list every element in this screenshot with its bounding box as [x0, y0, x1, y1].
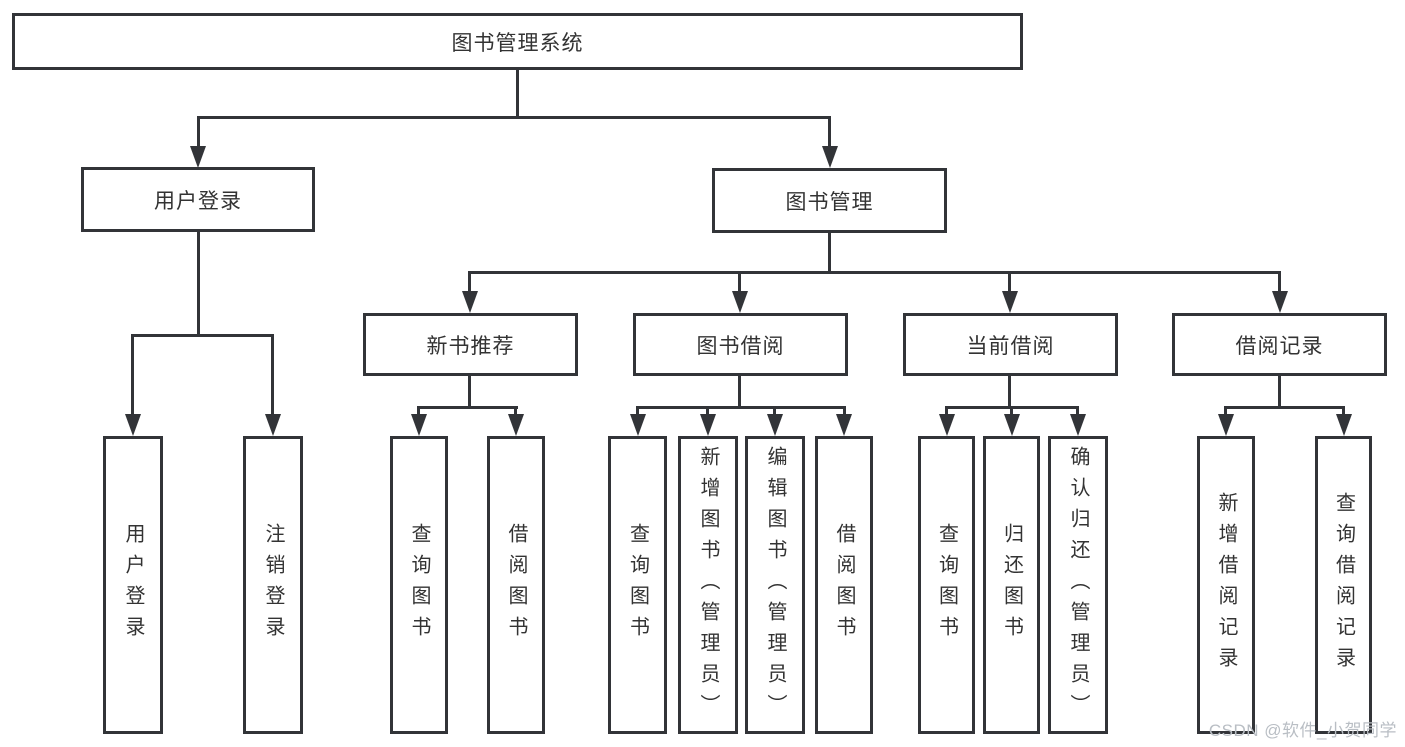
connector-line — [1076, 406, 1079, 415]
leaf-label: 编辑图书（管理员） — [764, 445, 786, 725]
arrowhead-down-icon — [836, 414, 852, 436]
leaf-label: 查询图书 — [935, 523, 958, 647]
connector-line — [131, 334, 274, 337]
node-current-borrow: 当前借阅 — [903, 313, 1118, 376]
leaf-label: 注销登录 — [262, 523, 284, 647]
leaf-edit-books-admin: 编辑图书（管理员） — [745, 436, 805, 734]
leaf-add-books-admin: 新增图书（管理员） — [678, 436, 738, 734]
connector-line — [1008, 271, 1011, 292]
arrowhead-down-icon — [700, 414, 716, 436]
connector-line — [773, 406, 776, 415]
arrowhead-down-icon — [265, 414, 281, 436]
arrowhead-down-icon — [1070, 414, 1086, 436]
connector-line — [197, 116, 200, 148]
leaf-query-books: 查询图书 — [918, 436, 975, 734]
leaf-add-borrow-record: 新增借阅记录 — [1197, 436, 1255, 734]
node-user-login: 用户登录 — [81, 167, 315, 232]
node-borrow-record: 借阅记录 — [1172, 313, 1387, 376]
leaf-query-borrow-record: 查询借阅记录 — [1315, 436, 1372, 734]
connector-line — [1278, 271, 1281, 292]
connector-line — [516, 70, 519, 119]
leaf-borrow-books: 借阅图书 — [487, 436, 545, 734]
connector-line — [417, 406, 518, 409]
arrowhead-down-icon — [508, 414, 524, 436]
node-book-management: 图书管理 — [712, 168, 947, 233]
connector-line — [1278, 376, 1281, 409]
connector-line — [417, 406, 420, 415]
leaf-confirm-return-admin: 确认归还（管理员） — [1048, 436, 1108, 734]
leaf-label: 借阅图书 — [833, 523, 855, 647]
connector-line — [514, 406, 517, 415]
connector-line — [636, 406, 639, 415]
leaf-label: 新增图书（管理员） — [697, 445, 719, 725]
connector-line — [468, 271, 471, 292]
leaf-borrow-books: 借阅图书 — [815, 436, 873, 734]
connector-line — [828, 116, 831, 148]
arrowhead-down-icon — [732, 291, 748, 313]
arrowhead-down-icon — [462, 291, 478, 313]
leaf-label: 查询图书 — [408, 523, 430, 647]
arrowhead-down-icon — [1336, 414, 1352, 436]
arrowhead-down-icon — [939, 414, 955, 436]
connector-line — [636, 406, 846, 409]
leaf-query-books: 查询图书 — [390, 436, 448, 734]
connector-line — [1224, 406, 1345, 409]
leaf-label: 用户登录 — [122, 523, 144, 647]
connector-line — [271, 334, 274, 415]
connector-line — [1010, 406, 1013, 415]
connector-line — [1008, 376, 1011, 409]
leaf-logout-login: 注销登录 — [243, 436, 303, 734]
connector-line — [843, 406, 846, 415]
arrowhead-down-icon — [190, 146, 206, 168]
connector-line — [706, 406, 709, 415]
connector-line — [1224, 406, 1227, 415]
connector-line — [197, 116, 831, 119]
arrowhead-down-icon — [125, 414, 141, 436]
connector-line — [738, 271, 741, 292]
node-book-borrow: 图书借阅 — [633, 313, 848, 376]
arrowhead-down-icon — [1218, 414, 1234, 436]
arrowhead-down-icon — [1272, 291, 1288, 313]
arrowhead-down-icon — [767, 414, 783, 436]
connector-line — [468, 376, 471, 409]
leaf-query-books: 查询图书 — [608, 436, 667, 734]
leaf-label: 确认归还（管理员） — [1067, 445, 1089, 725]
connector-line — [131, 334, 134, 415]
leaf-return-books: 归还图书 — [983, 436, 1040, 734]
connector-line — [1342, 406, 1345, 415]
leaf-label: 归还图书 — [1000, 523, 1023, 647]
connector-line — [945, 406, 948, 415]
connector-line — [197, 232, 200, 336]
arrowhead-down-icon — [1002, 291, 1018, 313]
node-new-book-recommend: 新书推荐 — [363, 313, 578, 376]
connector-line — [828, 233, 831, 274]
connector-line — [738, 376, 741, 409]
arrowhead-down-icon — [630, 414, 646, 436]
arrowhead-down-icon — [1004, 414, 1020, 436]
watermark: CSDN @软件_小贺同学 — [1208, 721, 1397, 740]
leaf-label: 查询借阅记录 — [1332, 492, 1355, 678]
leaf-label: 查询图书 — [626, 523, 649, 647]
leaf-label: 借阅图书 — [505, 523, 527, 647]
arrowhead-down-icon — [822, 146, 838, 168]
leaf-label: 新增借阅记录 — [1215, 492, 1237, 678]
connector-line — [468, 271, 1281, 274]
node-library-system: 图书管理系统 — [12, 13, 1023, 70]
arrowhead-down-icon — [411, 414, 427, 436]
leaf-user-login: 用户登录 — [103, 436, 163, 734]
